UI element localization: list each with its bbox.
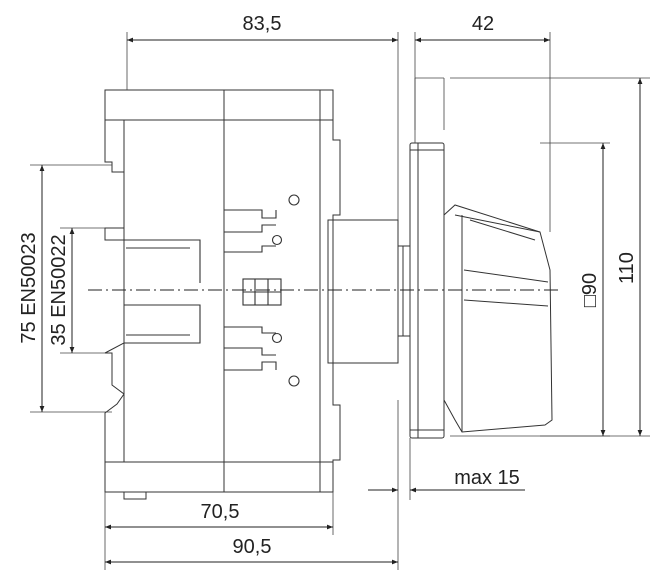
dim-max-15-label: max 15: [454, 467, 520, 489]
coupling-block: [327, 219, 411, 364]
dimension-lines: [39, 37, 643, 565]
switch-body: [104, 89, 341, 500]
rotary-handle: [443, 204, 553, 433]
dim-110-label: 110: [616, 252, 638, 284]
extension-lines: [30, 32, 650, 570]
dim-42-label: 42: [472, 13, 494, 35]
dim-83-5-label: 83,5: [243, 13, 282, 35]
dim-35-label: 35 EN50022: [48, 234, 70, 345]
dim-75-label: 75 EN50023: [18, 232, 40, 343]
dim-90-label: □90: [579, 273, 601, 307]
dim-70-5-label: 70,5: [201, 501, 240, 523]
dim-90-5-label: 90,5: [233, 536, 272, 558]
